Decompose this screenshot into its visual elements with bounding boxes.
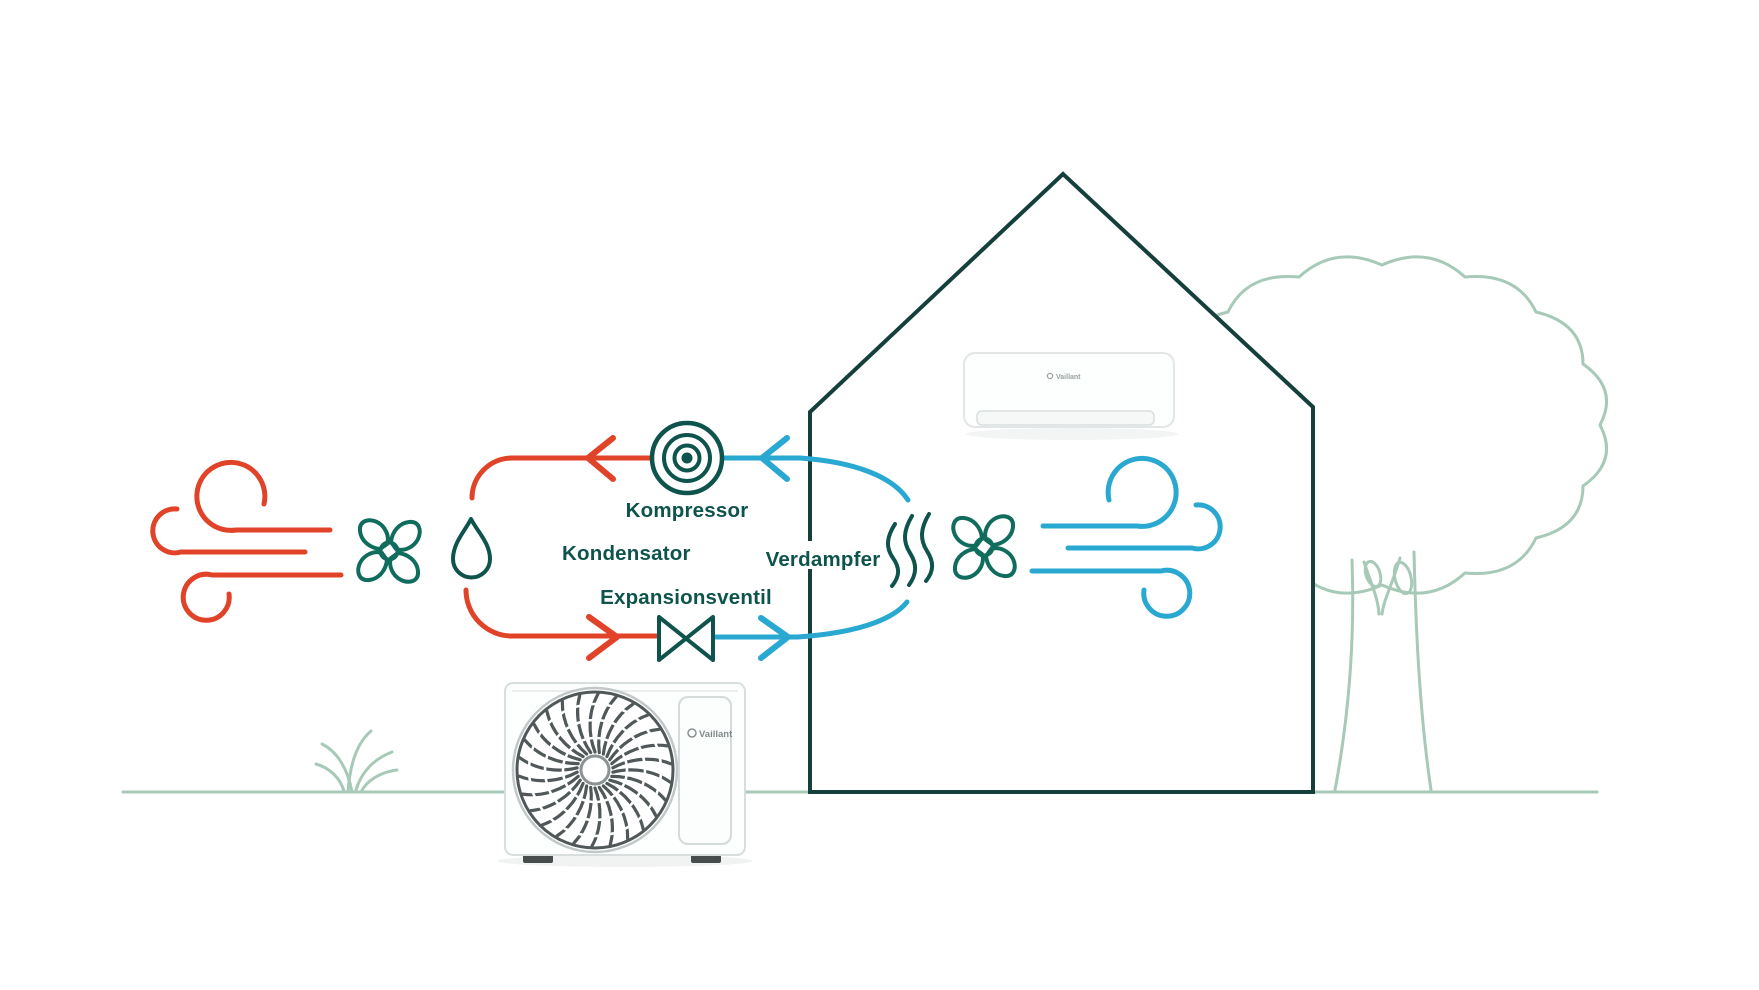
cold-line-bottom [711,599,910,640]
label-evaporator: Verdampfer [766,548,881,571]
hot-arrow-left [585,435,616,482]
outdoor-unit: Vaillant [497,682,753,867]
fan-grille-fins [517,692,673,848]
label-knockout [766,541,880,569]
condenser-droplet-icon [451,517,492,580]
evaporator-waves-icon [886,512,935,588]
cold-arrow-left [759,435,790,482]
fan-grille-rings [527,702,663,838]
cycle-icons [356,420,1017,662]
indoor-unit-vent [976,410,1155,426]
label-condenser: Kondensator [562,542,691,565]
label-compressor: Kompressor [626,499,749,522]
tree-trunk [1333,550,1433,792]
fan-icon-left [356,518,422,584]
fan-hub [579,754,611,786]
house [808,171,1315,794]
indoor-unit-logo: Vaillant [1056,374,1081,381]
house-fill [810,174,1313,792]
hot-arrow-right [586,614,620,661]
cold-arrow-right [758,615,791,661]
expansion-valve-icon [657,615,715,662]
outdoor-unit-logo: Vaillant [699,729,733,740]
cold-line-top [720,455,911,503]
grass-tuft [314,729,399,794]
outdoor-unit-logo-icon [687,728,697,738]
indoor-ac-unit: Vaillant [963,352,1178,440]
refrigerant-loop [463,435,911,661]
outdoor-unit-side-panel [678,696,732,845]
indoor-unit-logo-icon [1046,372,1054,380]
hot-line-top [469,455,654,501]
house-outline [808,171,1315,794]
label-expansion-valve: Expansionsventil [600,586,772,609]
warm-air-wind-icon [153,462,341,620]
hot-line-bottom [463,587,659,639]
compressor-icon [649,420,725,496]
